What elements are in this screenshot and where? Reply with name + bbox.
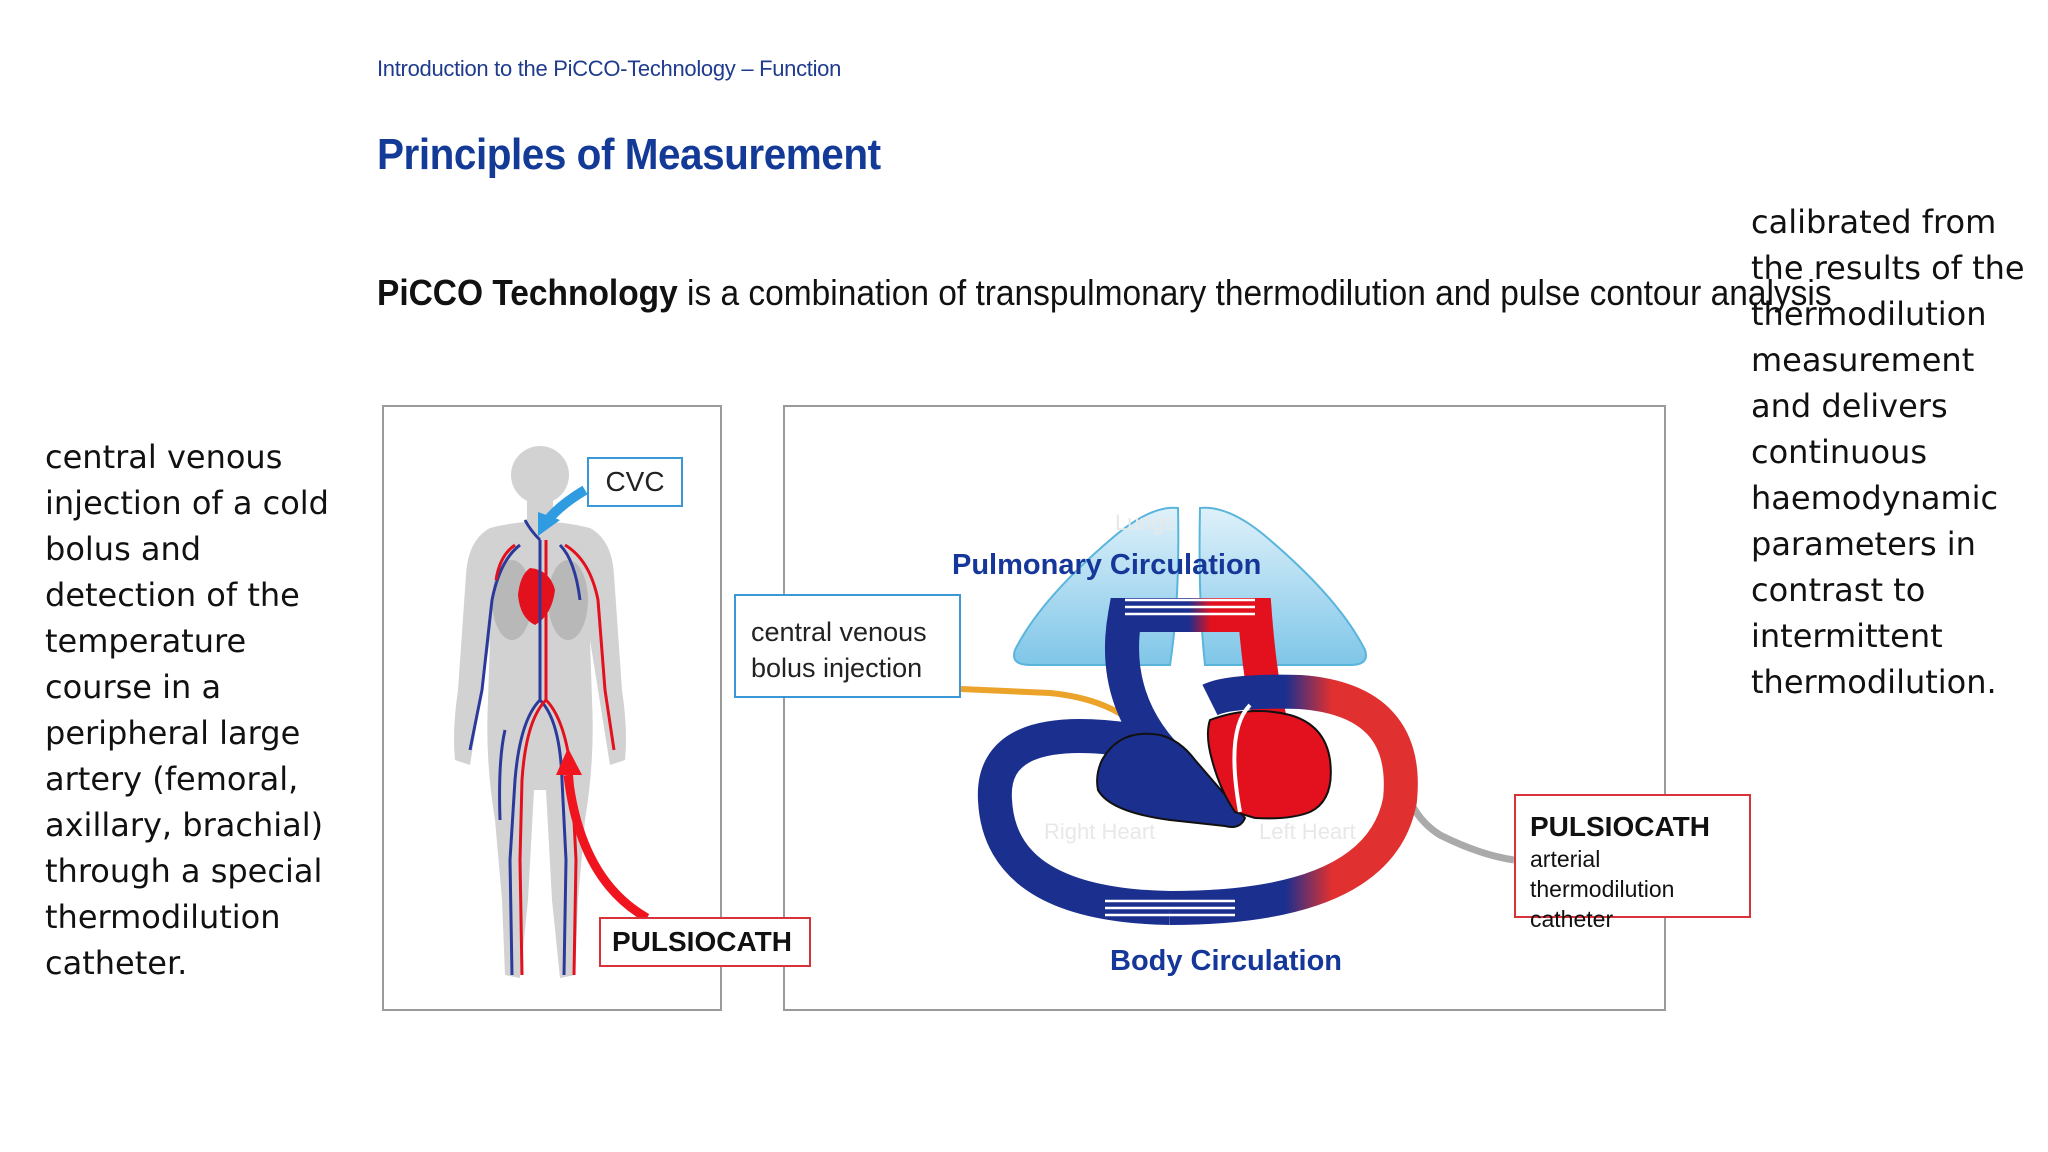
body-circulation-label: Body Circulation <box>1110 945 1343 977</box>
intro-rest: is a combination of transpulmonary therm… <box>677 272 1832 313</box>
intro-sentence: PiCCO Technology is a combination of tra… <box>377 272 1832 314</box>
cvc-callout: CVC <box>587 457 683 507</box>
pulmonary-circulation-label: Pulmonary Circulation <box>952 549 1262 581</box>
intro-bold-term: PiCCO Technology <box>377 272 678 313</box>
arterial-catheter-line <box>1397 749 1515 864</box>
right-heart <box>1096 732 1247 828</box>
systemic-vessel-arterial <box>1169 674 1418 925</box>
right-heart-label: Right Heart <box>1044 819 1156 844</box>
slide-title: Principles of Measurement <box>377 130 881 179</box>
left-heart-label: Left Heart <box>1259 819 1356 844</box>
human-body-figure <box>454 446 650 978</box>
circulation-illustration <box>960 506 1515 925</box>
pulsiocath-callout: PULSIOCATH <box>599 917 811 967</box>
arterial-catheter-callout: PULSIOCATH arterial thermodilution cathe… <box>1514 794 1751 932</box>
arterial-catheter-title: PULSIOCATH <box>1530 811 1710 842</box>
lung-right <box>1198 506 1367 666</box>
slide-subtitle: Introduction to the PiCCO-Technology – F… <box>377 56 842 81</box>
right-description: calibrated from the results of the therm… <box>1751 203 2025 701</box>
systemic-vessel-venous <box>977 719 1171 925</box>
bolus-injection-callout: central venous bolus injection <box>734 594 961 698</box>
arterial-catheter-description: arterial thermodilution catheter <box>1530 846 1675 932</box>
left-description: central venous injection of a cold bolus… <box>45 438 329 982</box>
lungs-label: Lungs <box>1115 510 1175 535</box>
